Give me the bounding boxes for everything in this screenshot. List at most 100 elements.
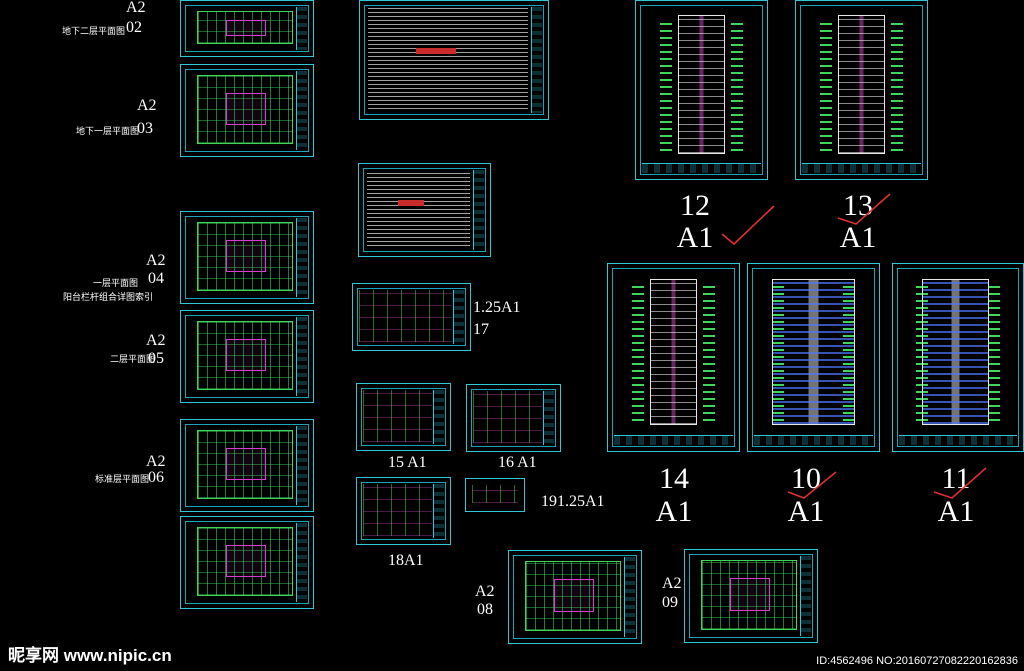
title-block	[296, 317, 307, 396]
floor-plan-drawing	[525, 561, 621, 631]
detail-drawing	[359, 290, 452, 342]
detail-drawing	[472, 485, 518, 503]
label-s02-name: 地下二层平面图	[62, 26, 126, 36]
label-s06-name: 标准层平面图	[95, 474, 150, 484]
label-s17-text: 1.25A1	[473, 299, 521, 316]
label-s11-code: A1	[937, 495, 975, 528]
floor-plan-drawing	[197, 75, 293, 144]
floor-plan-drawing	[197, 527, 293, 596]
sheet-a2-04[interactable]	[180, 211, 314, 304]
label-s13-code: A1	[839, 221, 877, 254]
title-block	[543, 391, 554, 445]
label-s15-text: 15 A1	[388, 454, 427, 471]
label-s03-code: A2	[137, 97, 157, 114]
elevation-drawing	[921, 278, 990, 425]
label-s16-text: 16 A1	[498, 454, 537, 471]
floor-plan-drawing	[197, 321, 293, 390]
label-s06-num: 06	[148, 469, 164, 486]
check-mark-icon	[721, 205, 775, 246]
title-block	[614, 435, 733, 445]
sheet-a1-19[interactable]	[465, 478, 525, 512]
label-s03-num: 03	[137, 120, 153, 137]
sheet-a1-10[interactable]	[747, 263, 880, 452]
sheet-a2-03[interactable]	[180, 64, 314, 157]
title-block	[296, 218, 307, 297]
detail-drawing	[363, 390, 432, 442]
label-s08-num: 08	[477, 601, 493, 618]
sheet-a1-11[interactable]	[892, 263, 1024, 452]
label-s09-code: A2	[662, 575, 682, 592]
title-block	[473, 170, 484, 250]
label-s10-code: A1	[787, 495, 825, 528]
sheet-a2-02[interactable]	[180, 0, 314, 57]
detail-drawing	[473, 391, 542, 443]
label-s05-name: 二层平面图	[110, 354, 156, 364]
label-s05-code: A2	[146, 332, 166, 349]
title-block	[624, 557, 635, 637]
sheet-a2-06[interactable]	[180, 419, 314, 512]
title-block	[531, 7, 542, 113]
sheet-a1-13[interactable]	[795, 0, 928, 180]
notes-text-block	[367, 170, 470, 246]
label-s02-num: 02	[126, 19, 142, 36]
detail-drawing	[363, 484, 432, 536]
floor-plan-drawing	[197, 222, 293, 291]
label-s04-name: 一层平面图	[93, 278, 139, 288]
title-block	[296, 426, 307, 505]
floor-plan-drawing	[701, 560, 797, 630]
label-s04-num: 04	[148, 270, 164, 287]
title-block	[642, 163, 761, 173]
label-s12-code: A1	[676, 221, 714, 254]
label-s02-code: A2	[126, 0, 146, 16]
check-mark-icon	[837, 193, 891, 225]
sheet-design-notes-2[interactable]	[358, 163, 491, 257]
label-s13-num: 13	[843, 189, 873, 222]
label-s11-num: 11	[941, 462, 971, 495]
sheet-a1-16[interactable]	[466, 384, 561, 452]
label-s04-code: A2	[146, 252, 166, 269]
sheet-a1-14[interactable]	[607, 263, 740, 452]
elevation-drawing	[837, 15, 886, 155]
title-block	[296, 71, 307, 150]
sheet-a1-12[interactable]	[635, 0, 768, 180]
label-s14-num: 14	[659, 462, 689, 495]
title-block	[802, 163, 921, 173]
watermark-logo: 昵享网 www.nipic.cn	[8, 646, 172, 665]
floor-plan-drawing	[197, 430, 293, 499]
label-s19-text: 191.25A1	[541, 493, 605, 510]
floor-plan-drawing	[197, 11, 293, 44]
notes-text-block	[368, 7, 528, 109]
sheet-a2-05[interactable]	[180, 310, 314, 403]
sheet-a1-18[interactable]	[356, 477, 451, 545]
title-block	[433, 484, 444, 538]
title-block	[296, 7, 307, 50]
label-s06-code: A2	[146, 453, 166, 470]
label-s05-num: 05	[148, 350, 164, 367]
label-s18-text: 18A1	[388, 552, 424, 569]
label-s14-code: A1	[655, 495, 693, 528]
label-s09-num: 09	[662, 594, 678, 611]
sheet-a2-08[interactable]	[508, 550, 642, 644]
sheet-a2-09[interactable]	[684, 549, 818, 643]
sheet-a1-17[interactable]	[352, 283, 471, 351]
label-s03-name: 地下一层平面图	[76, 126, 140, 136]
label-s04-note: 阳台栏杆组合详图索引	[63, 292, 154, 302]
label-s17-num: 17	[473, 321, 489, 338]
check-mark-icon	[933, 467, 987, 499]
title-block	[754, 435, 873, 445]
title-block	[899, 435, 1017, 445]
title-block	[800, 556, 811, 636]
label-s12-num: 12	[680, 189, 710, 222]
title-block	[433, 390, 444, 444]
title-block	[453, 290, 464, 344]
elevation-drawing	[771, 278, 856, 425]
elevation-drawing	[649, 278, 698, 425]
check-mark-icon	[787, 471, 837, 499]
elevation-drawing	[677, 15, 726, 155]
watermark-id: ID:4562496 NO:20160727082220162836	[816, 655, 1018, 667]
label-s08-code: A2	[475, 583, 495, 600]
sheet-design-notes-1[interactable]	[359, 0, 549, 120]
sheet-a2-07[interactable]	[180, 516, 314, 609]
sheet-a1-15[interactable]	[356, 383, 451, 451]
